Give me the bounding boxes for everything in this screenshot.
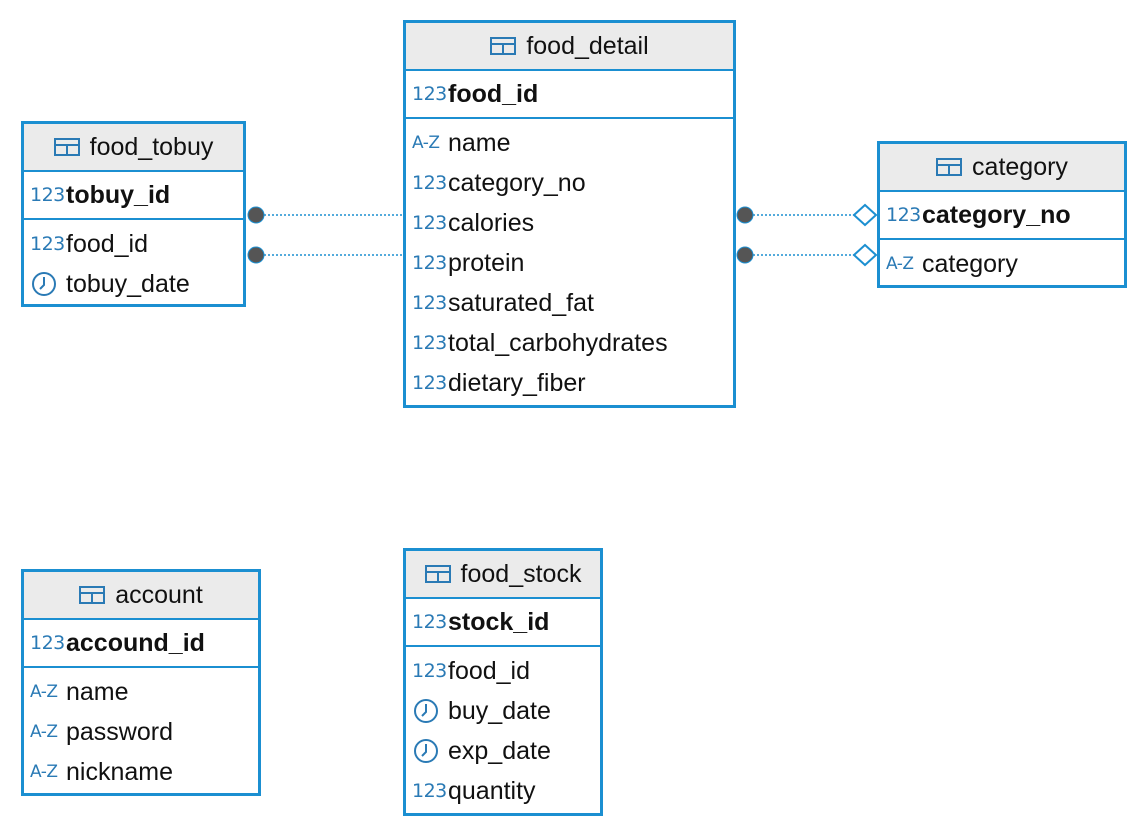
- entity-header[interactable]: food_detail: [406, 23, 733, 71]
- numeric-type-icon: 123: [30, 184, 65, 206]
- column-row[interactable]: A-Z password: [24, 712, 258, 752]
- table-icon: [936, 158, 963, 176]
- clock-icon: [412, 738, 448, 764]
- numeric-type-icon: 123: [412, 332, 447, 354]
- rel-end-dot: [736, 206, 754, 224]
- primary-key-row[interactable]: 123 category_no: [880, 192, 1124, 240]
- rel-end-diamond: [852, 243, 878, 267]
- rel-end-dot: [247, 206, 265, 224]
- column-name: category_no: [448, 168, 586, 197]
- entity-header[interactable]: food_stock: [406, 551, 600, 599]
- numeric-type-icon: 123: [412, 611, 447, 633]
- column-name: food_id: [448, 656, 531, 685]
- column-name: name: [448, 128, 511, 157]
- numeric-type-icon: 123: [412, 292, 447, 314]
- numeric-type-icon: 123: [886, 204, 921, 226]
- column-name: buy_date: [448, 696, 551, 725]
- entity-header[interactable]: category: [880, 144, 1124, 192]
- column-row[interactable]: A-Z nickname: [24, 752, 258, 792]
- primary-key-row[interactable]: 123 stock_id: [406, 599, 600, 647]
- column-row[interactable]: exp_date: [406, 731, 600, 771]
- column-name: category: [922, 249, 1018, 278]
- rel-end-dot: [247, 246, 265, 264]
- clock-icon: [30, 271, 66, 297]
- primary-key-name: stock_id: [448, 607, 550, 636]
- numeric-type-icon: 123: [412, 212, 447, 234]
- text-type-icon: A-Z: [412, 133, 440, 153]
- entity-title: category: [972, 152, 1068, 181]
- column-name: protein: [448, 248, 525, 277]
- numeric-type-icon: 123: [412, 252, 447, 274]
- column-name: password: [66, 717, 173, 746]
- numeric-type-icon: 123: [412, 660, 447, 682]
- column-name: dietary_fiber: [448, 368, 586, 397]
- primary-key-name: food_id: [448, 79, 539, 108]
- entity-title: food_stock: [460, 559, 582, 588]
- entity-category[interactable]: category 123 category_no A-Z category: [877, 141, 1127, 288]
- entity-title: account: [115, 580, 203, 609]
- column-row[interactable]: A-Z name: [24, 672, 258, 712]
- column-name: saturated_fat: [448, 288, 594, 317]
- column-name: name: [66, 677, 129, 706]
- primary-key-name: tobuy_id: [66, 180, 171, 209]
- table-icon: [53, 138, 80, 156]
- numeric-type-icon: 123: [30, 632, 65, 654]
- column-name: nickname: [66, 757, 173, 786]
- text-type-icon: A-Z: [886, 254, 914, 274]
- entity-title: food_detail: [526, 31, 649, 60]
- primary-key-name: accound_id: [66, 628, 205, 657]
- column-row[interactable]: tobuy_date: [24, 264, 243, 304]
- column-row[interactable]: A-Z name: [406, 123, 733, 163]
- column-name: calories: [448, 208, 535, 237]
- table-icon: [79, 586, 106, 604]
- column-name: exp_date: [448, 736, 551, 765]
- clock-icon: [412, 698, 448, 724]
- text-type-icon: A-Z: [30, 762, 58, 782]
- entity-header[interactable]: account: [24, 572, 258, 620]
- primary-key-row[interactable]: 123 tobuy_id: [24, 172, 243, 220]
- entity-header[interactable]: food_tobuy: [24, 124, 243, 172]
- text-type-icon: A-Z: [30, 722, 58, 742]
- column-name: food_id: [66, 229, 149, 258]
- primary-key-row[interactable]: 123 food_id: [406, 71, 733, 119]
- rel-end-diamond: [852, 203, 878, 227]
- column-list: A-Z category: [880, 240, 1124, 284]
- entity-title: food_tobuy: [89, 132, 214, 161]
- table-icon: [490, 37, 517, 55]
- column-row[interactable]: A-Z category: [880, 244, 1124, 284]
- numeric-type-icon: 123: [412, 780, 447, 802]
- primary-key-row[interactable]: 123 accound_id: [24, 620, 258, 668]
- rel-end-dot: [736, 246, 754, 264]
- numeric-type-icon: 123: [412, 372, 447, 394]
- numeric-type-icon: 123: [412, 172, 447, 194]
- text-type-icon: A-Z: [30, 682, 58, 702]
- column-name: tobuy_date: [66, 269, 190, 298]
- table-icon: [424, 565, 451, 583]
- column-name: total_carbohydrates: [448, 328, 668, 357]
- column-name: quantity: [448, 776, 536, 805]
- primary-key-name: category_no: [922, 200, 1071, 229]
- column-row[interactable]: buy_date: [406, 691, 600, 731]
- numeric-type-icon: 123: [30, 233, 65, 255]
- numeric-type-icon: 123: [412, 83, 447, 105]
